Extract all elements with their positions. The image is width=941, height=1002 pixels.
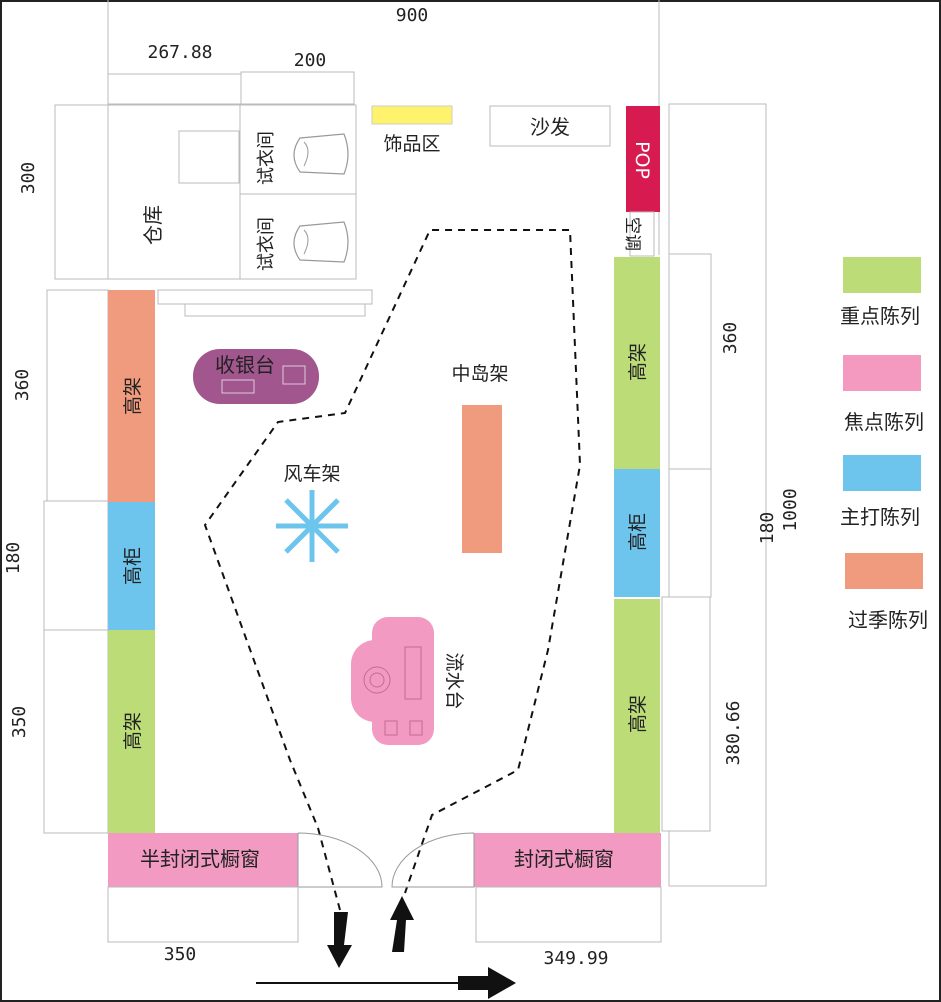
left-high-rack-bottom xyxy=(108,630,155,833)
legend-label: 过季陈列 xyxy=(848,608,928,632)
right-high-rack-top-label: 高架 xyxy=(627,343,649,381)
legend-swatch xyxy=(843,355,921,391)
dim-total-width: 900 xyxy=(396,5,429,26)
left-high-cabinet xyxy=(108,502,155,630)
wall-shelf-2 xyxy=(184,303,366,317)
fitting-room-2-seat xyxy=(293,221,349,263)
warehouse-box xyxy=(178,130,240,184)
left-high-rack-top xyxy=(108,290,155,502)
pop-label: POP xyxy=(631,141,653,179)
legend-swatch xyxy=(843,455,921,491)
dim-box-top-left xyxy=(107,73,242,105)
sofa-label: 沙发 xyxy=(530,115,570,139)
legend-swatch xyxy=(845,553,923,589)
legend-label: 焦点陈列 xyxy=(844,410,924,434)
dim-box-left-top xyxy=(54,104,109,280)
left-high-rack-top-label: 高架 xyxy=(122,377,144,415)
dim-left-upper: 360 xyxy=(12,369,33,402)
wall-shelf-1 xyxy=(157,289,373,305)
windmill-rack-label: 风车架 xyxy=(283,463,340,485)
pop-board xyxy=(626,106,660,212)
fitting-room-2-curve xyxy=(303,229,309,255)
accessories-label: 饰品区 xyxy=(383,133,440,155)
dim-bottom-right: 349.99 xyxy=(543,948,608,969)
dim-right-middle: 180 xyxy=(757,512,778,545)
right-high-cabinet-label: 高柜 xyxy=(627,513,649,551)
left-high-cabinet-label: 高柜 xyxy=(122,547,144,585)
right-high-rack-top xyxy=(614,257,660,469)
fitting-room-1-seat xyxy=(293,133,349,175)
windmill-rack xyxy=(276,490,348,562)
fitting-room-2-label: 试衣间 xyxy=(256,217,277,271)
right-high-cabinet xyxy=(614,469,660,597)
door-left xyxy=(297,832,383,888)
cashier-box xyxy=(282,365,306,385)
customer-flow-path xyxy=(203,229,582,911)
aircon-unit xyxy=(629,211,655,257)
dim-right-upper: 360 xyxy=(720,322,741,355)
right-dim-box-mid xyxy=(668,468,712,598)
right-dim-box-bottom xyxy=(661,596,711,832)
arrow-up-icon xyxy=(390,896,414,952)
legend: 重点陈列 焦点陈列 主打陈列 过季陈列 xyxy=(840,257,928,632)
dim-left-lower: 350 xyxy=(9,706,30,739)
semi-closed-window-label: 半封闭式橱窗 xyxy=(140,847,260,871)
arrow-down-icon xyxy=(327,912,352,968)
accessories-area xyxy=(371,105,453,125)
cashier-register xyxy=(221,379,255,394)
dim-top-left-width: 267.88 xyxy=(147,42,212,63)
left-dim-box-mid xyxy=(43,500,109,631)
right-high-rack-bottom xyxy=(614,599,660,833)
sofa-area xyxy=(489,105,611,147)
cashier-counter xyxy=(193,349,319,404)
cashier-label: 收银台 xyxy=(215,353,275,377)
door-right xyxy=(391,832,475,888)
flow-table-label: 流水台 xyxy=(443,652,465,709)
aircon-label: 空调 xyxy=(622,217,642,251)
semi-closed-window xyxy=(108,833,298,887)
dim-fitting-width: 200 xyxy=(294,50,327,71)
bottom-right-box xyxy=(475,886,662,943)
arrow-right-icon xyxy=(458,967,516,999)
dim-total-height: 1000 xyxy=(780,488,801,531)
left-dim-box-bottom xyxy=(43,629,109,834)
island-rack-label: 中岛架 xyxy=(451,363,508,385)
dim-bottom-left: 350 xyxy=(164,944,197,965)
legend-swatch xyxy=(843,257,921,293)
dim-right-lower: 380.66 xyxy=(723,700,744,765)
warehouse-label: 仓库 xyxy=(141,205,165,245)
left-dim-box-top xyxy=(46,289,109,502)
dim-left-middle: 180 xyxy=(3,542,24,575)
closed-window-label: 封闭式橱窗 xyxy=(514,847,614,871)
right-high-rack-bottom-label: 高架 xyxy=(627,695,649,733)
legend-label: 主打陈列 xyxy=(840,505,920,529)
left-high-rack-bottom-label: 高架 xyxy=(122,712,144,750)
island-rack xyxy=(462,405,502,553)
closed-window xyxy=(474,833,661,887)
fitting-room-1-label: 试衣间 xyxy=(256,131,277,185)
dim-top-left-height: 300 xyxy=(18,162,39,195)
bottom-left-box xyxy=(107,886,299,943)
dim-box-fitting xyxy=(240,71,355,105)
legend-label: 重点陈列 xyxy=(840,304,920,328)
fitting-room-1-curve xyxy=(303,141,309,167)
flow-table xyxy=(351,617,434,745)
right-dim-box-top xyxy=(668,253,712,470)
